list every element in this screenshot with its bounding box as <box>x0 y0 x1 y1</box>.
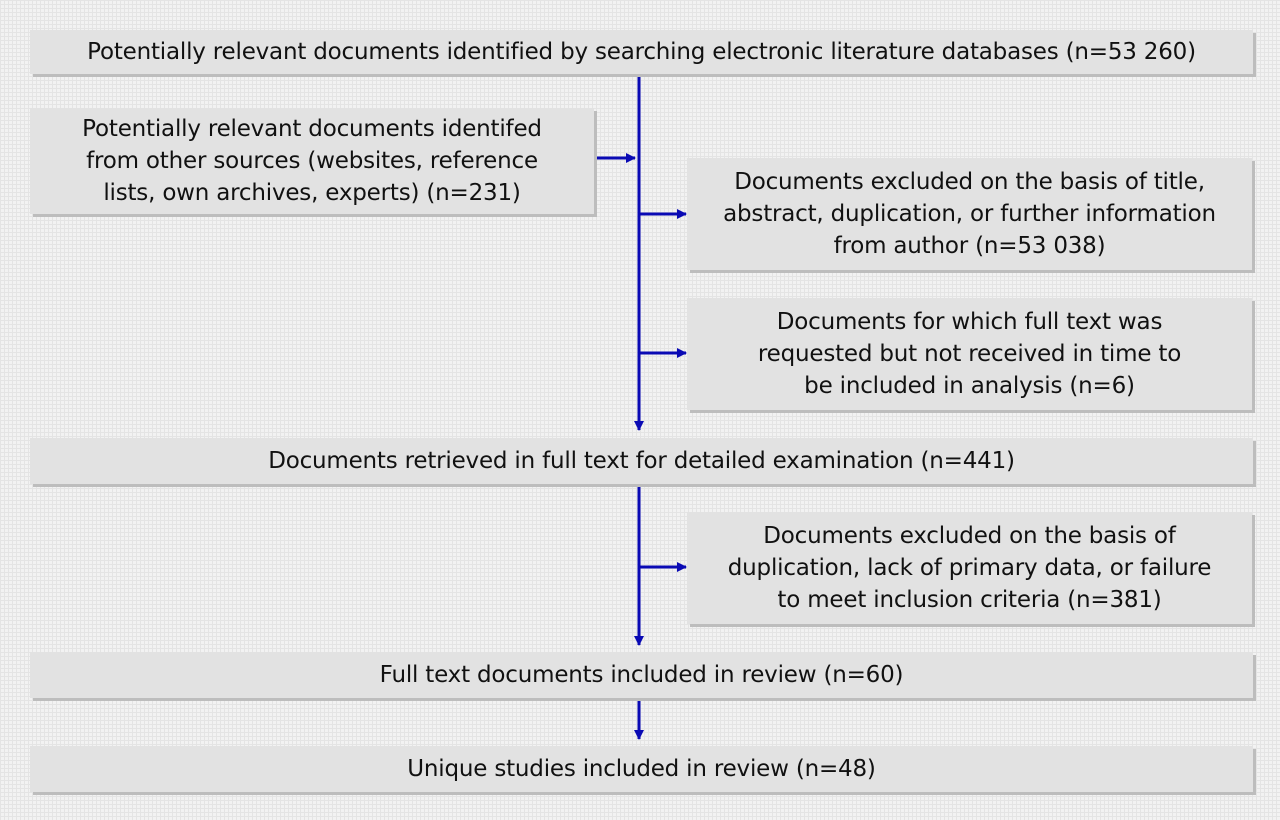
box-excluded-duplication: Documents excluded on the basis of dupli… <box>687 512 1252 624</box>
box-identified-databases-text: Potentially relevant documents identifie… <box>87 39 1196 65</box>
box-identified-other-sources-text: Potentially relevant documents identifed… <box>82 116 542 206</box>
box-included-full-text: Full text documents included in review (… <box>30 652 1253 698</box>
box-identified-other-sources: Potentially relevant documents identifed… <box>30 108 594 214</box>
box-unique-studies: Unique studies included in review (n=48) <box>30 746 1253 792</box>
box-not-received-text: Documents for which full text was reques… <box>757 309 1182 399</box>
box-unique-studies-text: Unique studies included in review (n=48) <box>407 756 876 782</box>
box-retrieved-full-text: Documents retrieved in full text for det… <box>30 438 1253 484</box>
box-included-full-text-text: Full text documents included in review (… <box>379 662 904 688</box>
box-identified-databases: Potentially relevant documents identifie… <box>30 30 1253 74</box>
box-excluded-duplication-text: Documents excluded on the basis of dupli… <box>727 523 1212 613</box>
box-retrieved-full-text-text: Documents retrieved in full text for det… <box>268 448 1015 474</box>
box-excluded-title-text: Documents excluded on the basis of title… <box>723 169 1216 259</box>
box-excluded-title: Documents excluded on the basis of title… <box>687 158 1252 270</box>
box-not-received: Documents for which full text was reques… <box>687 298 1252 410</box>
